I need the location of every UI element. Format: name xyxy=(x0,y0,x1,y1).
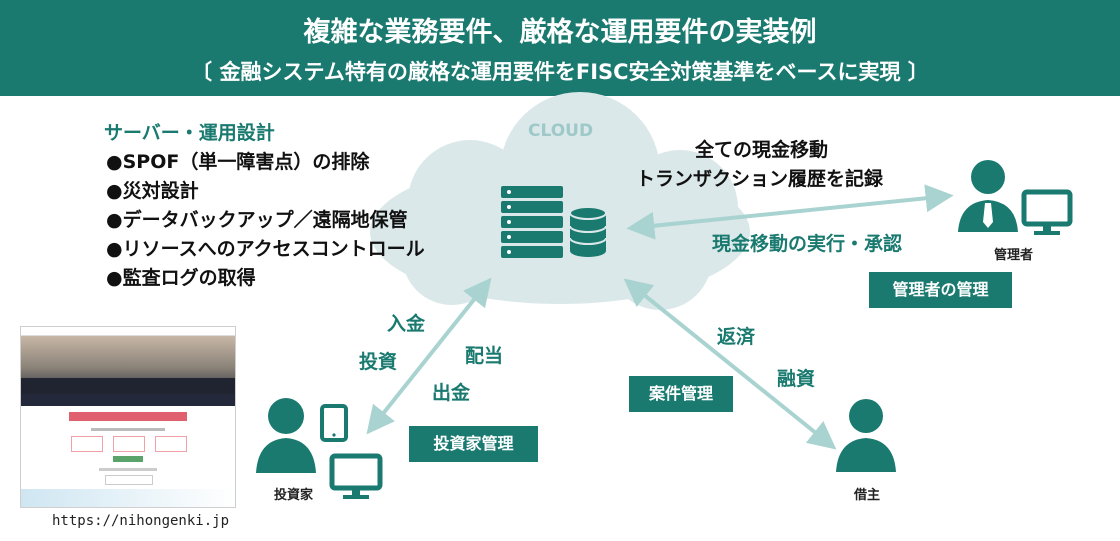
borrower-name: 借主 xyxy=(854,488,881,503)
investor-person-icon xyxy=(256,398,316,473)
investor-flow-dividend: 配当 xyxy=(465,345,504,367)
borrower-flow-loan: 融資 xyxy=(777,368,816,390)
database-icon xyxy=(569,206,607,257)
investor-name: 投資家 xyxy=(274,488,314,503)
arrow-admin xyxy=(626,184,954,240)
admin-tag: 管理者の管理 xyxy=(869,272,1012,308)
requirement-item: ●リソースへのアクセスコントロール xyxy=(106,238,425,260)
admin-flow-label: 現金移動の実行・承認 xyxy=(712,233,903,255)
thumb-navbar xyxy=(21,327,235,336)
thumb-hero-strip xyxy=(21,394,235,406)
arrow-borrower xyxy=(623,278,837,450)
borrower-person-icon xyxy=(836,399,896,472)
requirement-item: ●データバックアップ／遠隔地保管 xyxy=(106,209,408,231)
requirements-list: ●SPOF（単一障害点）の排除 ●災対設計 ●データバックアップ／遠隔地保管 ●… xyxy=(106,148,425,293)
cloud-label: CLOUD xyxy=(528,121,594,141)
website-screenshot-thumbnail xyxy=(20,326,236,508)
borrower-tag: 案件管理 xyxy=(629,376,733,412)
requirement-item: ●SPOF（単一障害点）の排除 xyxy=(106,151,370,173)
thumb-content xyxy=(21,406,235,507)
admin-note-line2: トランザクション履歴を記録 xyxy=(636,168,884,190)
arrow-investor xyxy=(366,277,492,435)
header-banner: 複雑な業務要件、厳格な運用要件の実装例 〔 金融システム特有の厳格な運用要件をF… xyxy=(0,0,1120,96)
admin-monitor-icon xyxy=(1021,189,1073,235)
admin-note-line1: 全ての現金移動 xyxy=(695,139,829,161)
investor-tag: 投資家管理 xyxy=(409,426,538,462)
investor-flow-deposit: 入金 xyxy=(387,313,426,335)
investor-flow-withdraw: 出金 xyxy=(432,382,471,404)
requirement-item: ●災対設計 xyxy=(106,180,199,202)
admin-name: 管理者 xyxy=(994,248,1034,263)
investor-flow-invest: 投資 xyxy=(359,351,398,373)
requirement-item: ●監査ログの取得 xyxy=(106,267,256,289)
requirements-title: サーバー・運用設計 xyxy=(104,122,275,144)
thumb-hero-image xyxy=(21,336,235,394)
admin-person-icon xyxy=(958,160,1018,232)
website-url: https://nihongenki.jp xyxy=(52,513,230,529)
page-subtitle: 〔 金融システム特有の厳格な運用要件をFISC安全対策基準をベースに実現 〕 xyxy=(191,60,929,84)
borrower-flow-repay: 返済 xyxy=(717,326,756,348)
server-icon xyxy=(501,186,563,258)
page-title: 複雑な業務要件、厳格な運用要件の実装例 xyxy=(303,17,817,48)
investor-monitor-icon xyxy=(329,453,383,499)
tablet-icon xyxy=(320,404,348,442)
